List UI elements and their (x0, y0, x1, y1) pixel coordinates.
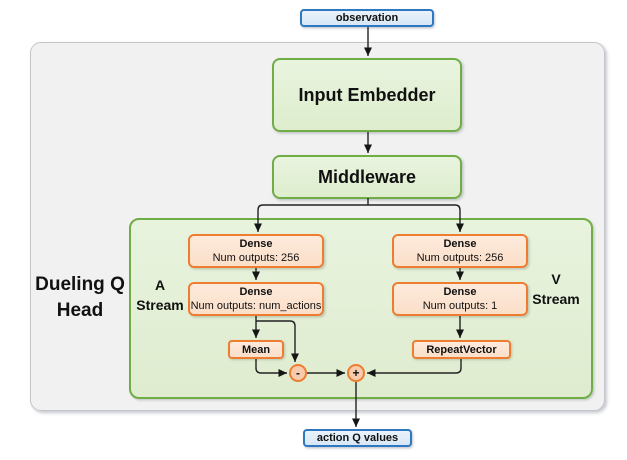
v-stream-dense-1-title: Dense (443, 237, 477, 250)
v-stream-dense-2-detail: Num outputs: 1 (422, 300, 498, 312)
dueling-q-head-label: Dueling Q Head (30, 272, 130, 323)
mean-label: Mean (241, 343, 271, 356)
repeat-vector-node: RepeatVector (412, 340, 511, 359)
middleware-label: Middleware (317, 166, 417, 187)
a-stream-dense-1-title: Dense (239, 237, 273, 250)
v-stream-label-line2: Stream (532, 290, 580, 307)
input-embedder-node: Input Embedder (272, 58, 462, 132)
v-stream-label-line1: V (551, 271, 561, 287)
v-stream-label: V Stream (530, 270, 582, 309)
action-q-values-label: action Q values (316, 432, 399, 444)
a-stream-label-line1: A (154, 277, 166, 293)
repeat-vector-label: RepeatVector (426, 343, 497, 356)
a-stream-dense-2-title: Dense (239, 285, 273, 298)
subtract-operator-label: - (296, 366, 300, 380)
a-stream-dense-1-node: Dense Num outputs: 256 (188, 234, 324, 268)
a-stream-dense-2-detail: Num outputs: num_actions (190, 300, 322, 312)
observation-node: observation (300, 9, 434, 27)
v-stream-dense-1-detail: Num outputs: 256 (416, 252, 504, 264)
dueling-q-head-label-line2: Head (56, 299, 104, 321)
a-stream-dense-2-node: Dense Num outputs: num_actions (188, 282, 324, 316)
observation-label: observation (335, 12, 399, 24)
middleware-node: Middleware (272, 155, 462, 199)
a-stream-label: A Stream (135, 276, 185, 315)
subtract-operator-node: - (289, 364, 307, 382)
v-stream-dense-1-node: Dense Num outputs: 256 (392, 234, 528, 268)
add-operator-node: + (347, 364, 365, 382)
v-stream-dense-2-node: Dense Num outputs: 1 (392, 282, 528, 316)
a-stream-label-line2: Stream (136, 296, 184, 313)
input-embedder-label: Input Embedder (298, 84, 436, 105)
add-operator-label: + (352, 366, 360, 380)
dueling-q-head-label-line1: Dueling Q (35, 274, 125, 295)
mean-node: Mean (228, 340, 284, 359)
v-stream-dense-2-title: Dense (443, 285, 477, 298)
a-stream-dense-1-detail: Num outputs: 256 (212, 252, 300, 264)
action-q-values-node: action Q values (303, 429, 412, 447)
